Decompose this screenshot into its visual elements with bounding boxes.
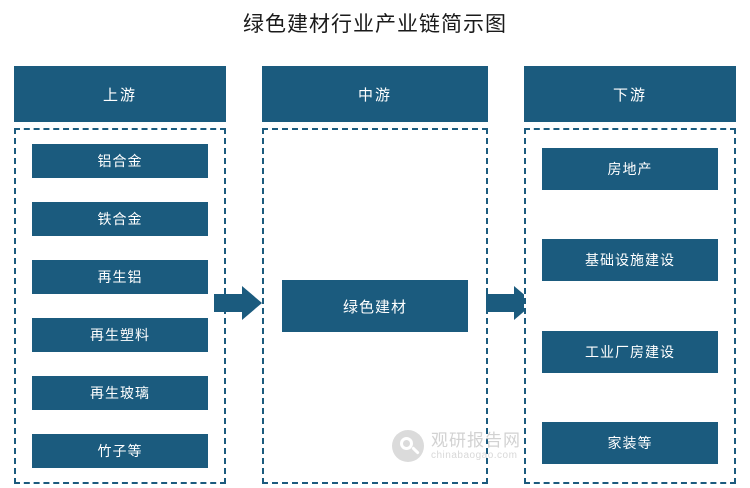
- node-upstream-1[interactable]: 铁合金: [32, 202, 208, 236]
- column-upstream: 上游 铝合金 铁合金 再生铝 再生塑料 再生玻璃 竹子等: [14, 66, 226, 484]
- node-upstream-5[interactable]: 竹子等: [32, 434, 208, 468]
- arrow-head: [242, 286, 262, 320]
- node-midstream-0[interactable]: 绿色建材: [282, 280, 468, 332]
- node-upstream-0[interactable]: 铝合金: [32, 144, 208, 178]
- node-downstream-2[interactable]: 工业厂房建设: [542, 330, 718, 373]
- arrow-shaft: [486, 294, 516, 312]
- column-downstream: 下游 房地产 基础设施建设 工业厂房建设 家装等: [524, 66, 736, 484]
- watermark-texts: 观研报告网 chinabaogao.com: [431, 431, 521, 462]
- column-body-midstream: 绿色建材: [262, 128, 488, 484]
- column-header-downstream: 下游: [524, 66, 736, 122]
- page-title: 绿色建材行业产业链简示图: [243, 13, 507, 36]
- column-header-upstream: 上游: [14, 66, 226, 122]
- node-downstream-3[interactable]: 家装等: [542, 421, 718, 464]
- arrow-shaft: [214, 294, 244, 312]
- column-midstream: 中游 绿色建材: [262, 66, 488, 484]
- node-downstream-1[interactable]: 基础设施建设: [542, 239, 718, 282]
- column-body-downstream: 房地产 基础设施建设 工业厂房建设 家装等: [524, 128, 736, 484]
- column-body-upstream: 铝合金 铁合金 再生铝 再生塑料 再生玻璃 竹子等: [14, 128, 226, 484]
- column-header-midstream: 中游: [262, 66, 488, 122]
- node-upstream-2[interactable]: 再生铝: [32, 260, 208, 294]
- watermark-name: 观研报告网: [431, 430, 521, 450]
- magnifier-icon: [392, 430, 424, 462]
- node-upstream-3[interactable]: 再生塑料: [32, 318, 208, 352]
- watermark-url: chinabaogao.com: [431, 449, 518, 461]
- node-downstream-0[interactable]: 房地产: [542, 148, 718, 190]
- node-upstream-4[interactable]: 再生玻璃: [32, 376, 208, 410]
- watermark: 观研报告网 chinabaogao.com: [392, 430, 521, 462]
